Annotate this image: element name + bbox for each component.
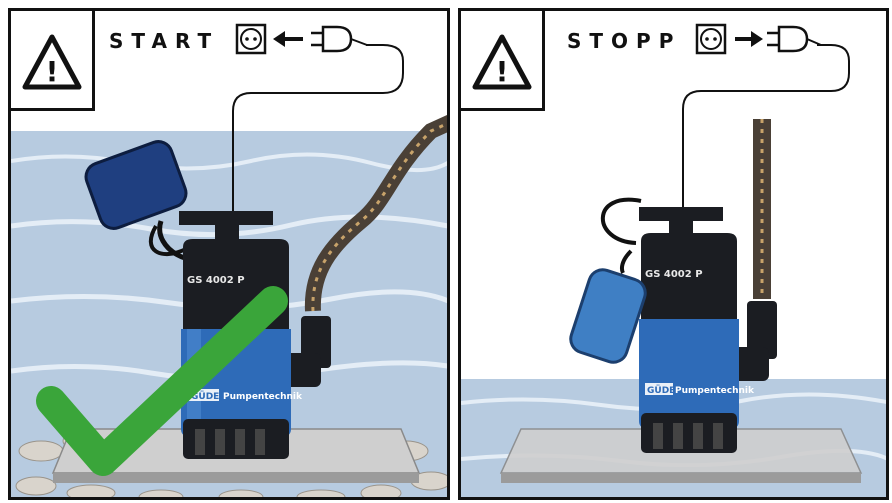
pump-model-label: GS 4002 P xyxy=(187,275,245,286)
warning-icon: ! xyxy=(21,33,83,91)
brand-logo: GÜDE xyxy=(647,385,675,396)
stop-panel: GS 4002 P GÜDE Pumpentechnik xyxy=(458,8,889,500)
arrow-right-icon xyxy=(735,31,763,47)
start-panel: GS 4002 P Pumpentechnik GÜDE xyxy=(8,8,450,500)
arrow-left-icon xyxy=(273,31,303,47)
start-label: START xyxy=(109,29,219,53)
warning-box: ! xyxy=(461,11,545,111)
stop-label: STOPP xyxy=(567,29,681,53)
brand-label: Pumpentechnik xyxy=(675,386,755,396)
brand-label: Pumpentechnik xyxy=(223,392,303,402)
float-switch xyxy=(567,266,649,366)
pump-model-label: GS 4002 P xyxy=(645,269,703,280)
warning-box: ! xyxy=(11,11,95,111)
power-plug-icon xyxy=(767,27,821,51)
warning-icon: ! xyxy=(471,33,533,91)
warning-symbol: ! xyxy=(46,55,59,88)
warning-symbol: ! xyxy=(496,55,509,88)
power-plug-icon xyxy=(311,27,367,51)
